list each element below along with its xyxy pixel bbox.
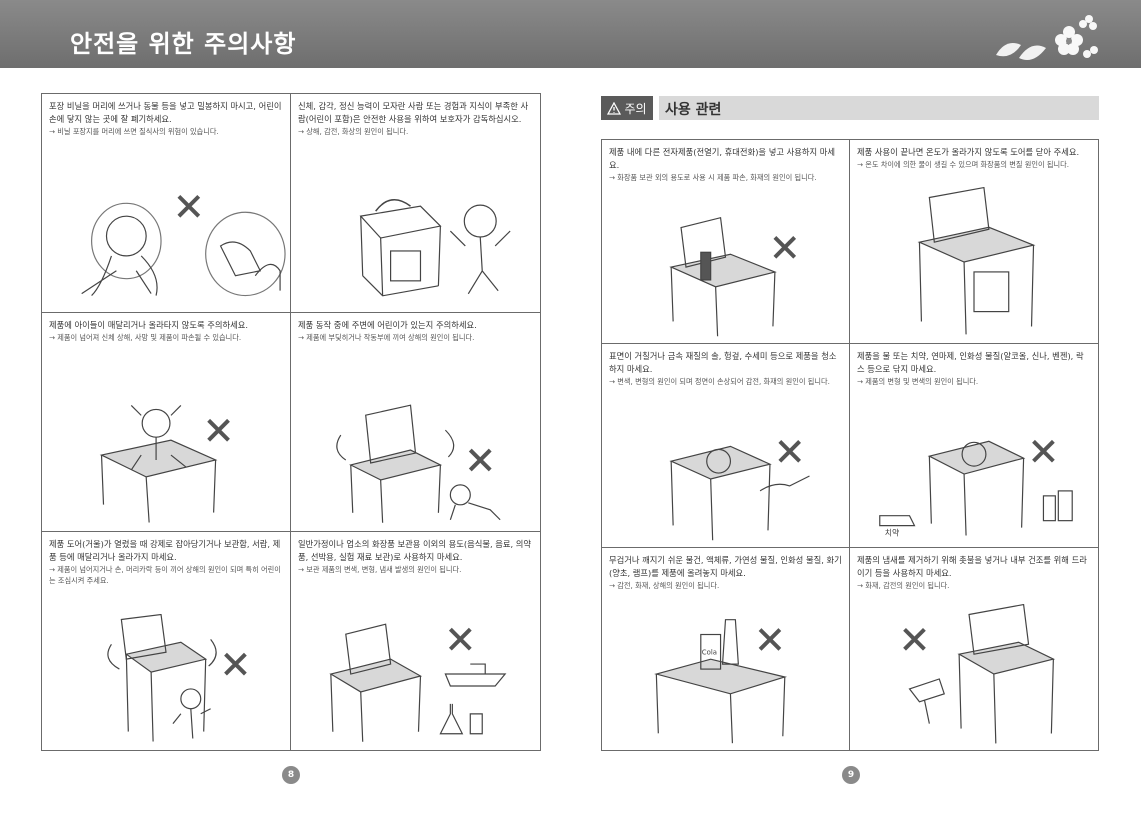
caution-cell: 표면이 거칠거나 금속 재질의 솔, 헝겊, 수세미 등으로 제품을 청소하지 … <box>602 344 850 548</box>
caution-note: → 감전, 화재, 상해의 원인이 됩니다. <box>609 580 720 590</box>
caution-text: 제품의 냄새를 제거하기 위해 촛불을 넣거나 내부 건조를 위해 드라이기 등… <box>857 555 1087 578</box>
caution-cell: 제품 동작 중에 주변에 어린이가 있는지 주의하세요. → 제품에 부딪히거나… <box>291 313 540 532</box>
page-number-badge: 9 <box>842 766 860 784</box>
caution-text: 표면이 거칠거나 금속 재질의 솔, 헝겊, 수세미 등으로 제품을 청소하지 … <box>609 351 837 374</box>
section-title: 사용 관련 <box>665 102 722 118</box>
caution-cell: 일반가정이나 업소의 화장품 보관용 이외의 용도(음식물, 음료, 의약품, … <box>291 532 540 750</box>
caution-cell: 무겁거나 깨지기 쉬운 물건, 액체류, 가연성 물질, 인화성 물질, 화기(… <box>602 548 850 750</box>
page-title: 안전을 위한 주의사항 <box>70 30 297 58</box>
illustration-chemical-cleaning: 치약 <box>850 416 1098 541</box>
illustration-baby-plastic-bag <box>42 176 290 306</box>
page-header: 안전을 위한 주의사항 <box>0 0 1141 68</box>
caution-text: 제품에 아이들이 매달리거나 올라타지 않도록 주의하세요. <box>49 320 249 330</box>
toothpaste-label: 치약 <box>885 528 900 538</box>
x-mark-icon <box>207 418 230 442</box>
caution-section-header: 주의 사용 관련 <box>601 96 1099 120</box>
caution-cell: 포장 비닐을 머리에 쓰거나 동물 등을 넣고 밀봉하지 마시고, 어린이 손에… <box>42 94 291 313</box>
caution-text: 제품 사용이 끝나면 온도가 올라가지 않도록 도어를 닫아 주세요. <box>857 147 1080 157</box>
illustration-phone-inside <box>602 212 849 337</box>
caution-text: 포장 비닐을 머리에 쓰거나 동물 등을 넣고 밀봉하지 마시고, 어린이 손에… <box>49 101 282 124</box>
x-mark-icon <box>773 236 797 259</box>
caution-note: → 화재, 감전의 원인이 됩니다. <box>857 580 950 590</box>
caution-text: 제품 도어(거울)가 열렸을 때 강제로 잡아당기거나 보관함, 서랍, 제품 … <box>49 539 281 562</box>
x-mark-icon <box>758 628 782 651</box>
x-mark-icon <box>778 440 801 463</box>
caution-text: 제품을 물 또는 치약, 연마제, 인화성 물질(알코올, 신나, 벤젠), 락… <box>857 351 1084 374</box>
illustration-items-on-top: Cola <box>602 609 849 744</box>
caution-cell: 제품을 물 또는 치약, 연마제, 인화성 물질(알코올, 신나, 벤젠), 락… <box>850 344 1098 548</box>
badge-notch <box>653 96 659 120</box>
illustration-hair-dryer <box>850 603 1098 744</box>
caution-note: → 화장품 보관 외의 용도로 사용 시 제품 파손, 화재의 원인이 됩니다. <box>609 172 817 182</box>
caution-text: 제품 내에 다른 전자제품(전열기, 휴대전화)을 넣고 사용하지 마세요. <box>609 147 836 170</box>
caution-text: 무겁거나 깨지기 쉬운 물건, 액체류, 가연성 물질, 인화성 물질, 화기(… <box>609 555 842 578</box>
right-page-grid: 제품 내에 다른 전자제품(전열기, 휴대전화)을 넣고 사용하지 마세요. →… <box>601 139 1099 751</box>
caution-note: → 제품에 부딪히거나 작동부에 끼여 상해의 원인이 됩니다. <box>298 332 475 342</box>
illustration-scrubbing <box>602 416 849 541</box>
caution-note: → 비닐 포장지를 머리에 쓰면 질식사의 위험이 있습니다. <box>49 126 219 136</box>
x-mark-icon <box>448 627 472 651</box>
illustration-door-open <box>850 186 1098 337</box>
x-mark-icon <box>224 652 247 676</box>
caution-cell: 제품에 아이들이 매달리거나 올라타지 않도록 주의하세요. → 제품이 넘어져… <box>42 313 291 532</box>
caution-badge: 주의 <box>601 96 653 120</box>
caution-text: 일반가정이나 업소의 화장품 보관용 이외의 용도(음식물, 음료, 의약품, … <box>298 539 532 562</box>
caution-note: → 제품이 넘어지거나 손, 머리카락 등이 끼어 상해의 원인이 되며 특히 … <box>49 564 281 585</box>
illustration-child-climbing <box>42 395 290 525</box>
left-page-grid: 포장 비닐을 머리에 쓰거나 동물 등을 넣고 밀봉하지 마시고, 어린이 손에… <box>41 93 541 751</box>
caution-badge-label: 주의 <box>624 101 647 116</box>
caution-note: → 변색, 변형의 원인이 되며 정면이 손상되어 감전, 화재의 원인이 됩니… <box>609 376 830 386</box>
caution-text: 제품 동작 중에 주변에 어린이가 있는지 주의하세요. <box>298 320 477 330</box>
x-mark-icon <box>1032 439 1055 463</box>
illustration-device-and-baby <box>291 395 540 525</box>
x-mark-icon <box>903 627 926 651</box>
illustration-child-near-device <box>291 176 540 306</box>
caution-text: 신체, 감각, 정신 능력이 모자란 사람 또는 경험과 지식이 부족한 사람(… <box>298 101 529 124</box>
caution-note: → 제품의 변형 및 변색의 원인이 됩니다. <box>857 376 979 386</box>
page-number-badge: 8 <box>282 766 300 784</box>
caution-note: → 온도 차이에 의한 물이 생길 수 있으며 화장품의 변질 원인이 됩니다. <box>857 159 1069 169</box>
illustration-pulling-door <box>42 613 290 744</box>
x-mark-icon <box>468 448 492 472</box>
caution-note: → 상해, 감전, 화상의 원인이 됩니다. <box>298 126 409 136</box>
caution-cell: 제품 도어(거울)가 열렸을 때 강제로 잡아당기거나 보관함, 서랍, 제품 … <box>42 532 291 750</box>
caution-note: → 제품이 넘어져 신체 상해, 사망 및 제품이 파손될 수 있습니다. <box>49 332 242 342</box>
x-mark-icon <box>177 194 201 218</box>
caution-cell: 제품의 냄새를 제거하기 위해 촛불을 넣거나 내부 건조를 위해 드라이기 등… <box>850 548 1098 750</box>
flower-leaf-decoration <box>996 15 1098 61</box>
caution-cell: 제품 사용이 끝나면 온도가 올라가지 않도록 도어를 닫아 주세요. → 온도… <box>850 140 1098 344</box>
caution-note: → 보관 제품의 변색, 변형, 냄새 발생의 원인이 됩니다. <box>298 564 462 574</box>
cola-label: Cola <box>702 648 717 656</box>
illustration-other-uses <box>291 614 540 744</box>
caution-cell: 신체, 감각, 정신 능력이 모자란 사람 또는 경험과 지식이 부족한 사람(… <box>291 94 540 313</box>
caution-cell: 제품 내에 다른 전자제품(전열기, 휴대전화)을 넣고 사용하지 마세요. →… <box>602 140 850 344</box>
warning-triangle-icon <box>607 101 622 115</box>
